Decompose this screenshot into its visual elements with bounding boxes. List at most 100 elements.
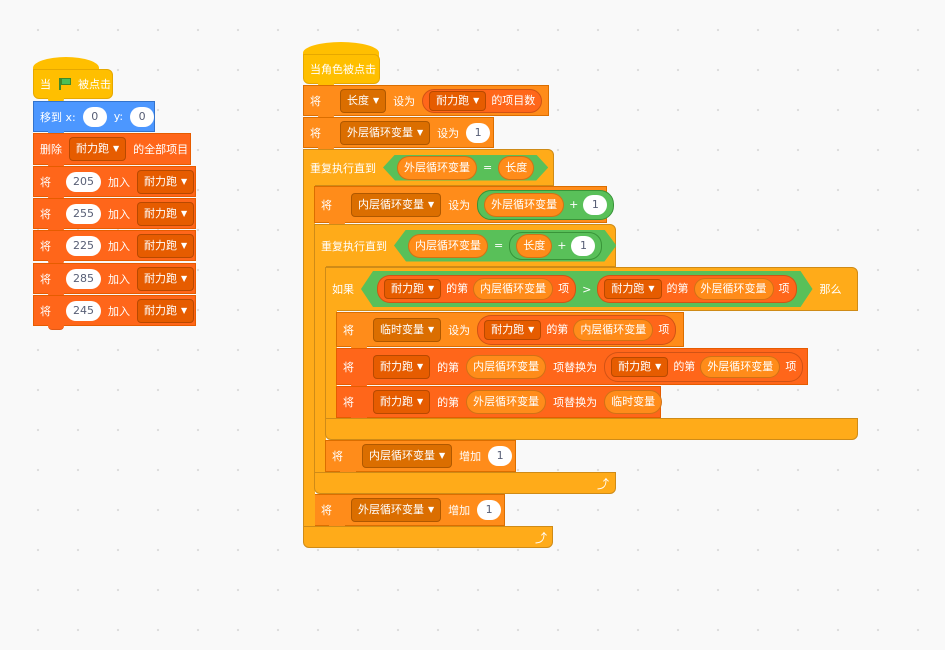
equals-condition[interactable]: 外层循环变量 = 长度 xyxy=(383,155,548,181)
list-name: 耐力跑 xyxy=(380,395,413,408)
set-prefix: 将 xyxy=(310,126,321,140)
list-dropdown[interactable]: 耐力跑▼ xyxy=(484,319,542,340)
set-inner-block[interactable]: 将 内层循环变量▼ 设为 外层循环变量 + 1 xyxy=(314,186,615,227)
value-input[interactable]: 1 xyxy=(466,122,491,143)
equals-condition[interactable]: 内层循环变量 = 长度 + 1 xyxy=(394,230,616,262)
variable-reporter[interactable]: 长度 xyxy=(516,234,552,258)
length-of-list-reporter[interactable]: 耐力跑▼的项目数 xyxy=(422,88,543,113)
set-length-block[interactable]: 将 长度▼ 设为 耐力跑▼的项目数 xyxy=(303,85,549,120)
list-dropdown[interactable]: 耐力跑▼ xyxy=(384,279,441,299)
set-temp-block[interactable]: 将 临时变量▼ 设为 耐力跑▼ 的第 内层循环变量 项 xyxy=(336,312,684,351)
y-input[interactable]: 0 xyxy=(130,106,155,127)
repeat-until-inner-block[interactable]: 重复执行直到 内层循环变量 = 长度 + 1 xyxy=(314,224,616,267)
change-outer-block[interactable]: 将 外层循环变量▼ 增加 1 xyxy=(314,494,505,530)
add-value-input[interactable]: 255 xyxy=(66,203,101,224)
list-dropdown[interactable]: 耐力跑▼ xyxy=(373,354,431,379)
replace-prefix: 将 xyxy=(343,360,354,374)
chevron-down-icon: ▼ xyxy=(473,95,480,105)
item-of-list-reporter[interactable]: 耐力跑▼ 的第 外层循环变量 项 xyxy=(597,275,796,303)
replace-label: 项替换为 xyxy=(553,396,598,409)
variable-reporter[interactable]: 外层循环变量 xyxy=(694,278,774,300)
set-prefix: 将 xyxy=(310,94,321,108)
greater-than-condition[interactable]: 耐力跑▼ 的第 内层循环变量 项 > 耐力跑▼ 的第 外层循环变量 项 xyxy=(361,271,813,307)
variable-dropdown[interactable]: 外层循环变量 ▼ xyxy=(340,120,431,145)
chevron-down-icon: ▼ xyxy=(417,397,424,406)
add-to-list-block[interactable]: 将 285 加入 耐力跑▼ xyxy=(33,263,196,298)
add-value-input[interactable]: 245 xyxy=(66,300,101,321)
list-dropdown[interactable]: 耐力跑▼ xyxy=(137,266,195,291)
add-prefix: 将 xyxy=(40,207,51,221)
add-to-list-block[interactable]: 将 205 加入 耐力跑▼ xyxy=(33,166,196,201)
add-to-list-block[interactable]: 将 225 加入 耐力跑▼ xyxy=(33,230,196,265)
variable-dropdown[interactable]: 内层循环变量▼ xyxy=(362,444,453,468)
list-dropdown[interactable]: 耐力跑▼ xyxy=(429,90,487,111)
add-to-list-block[interactable]: 将 255 加入 耐力跑▼ xyxy=(33,198,196,233)
add-action: 加入 xyxy=(108,175,130,189)
list-dropdown[interactable]: 耐力跑▼ xyxy=(137,233,195,258)
number-input[interactable]: 1 xyxy=(571,236,595,256)
variable-reporter[interactable]: 外层循环变量 xyxy=(466,390,547,414)
variable-reporter[interactable]: 内层循环变量 xyxy=(408,234,488,258)
when-sprite-clicked-block[interactable]: 当角色被点击 xyxy=(303,54,380,88)
item-label: 项 xyxy=(778,282,790,295)
of-label: 的第 xyxy=(673,359,696,373)
value-input[interactable]: 1 xyxy=(488,446,513,466)
number-input[interactable]: 1 xyxy=(583,194,608,215)
list-dropdown[interactable]: 耐力跑 ▼ xyxy=(373,390,431,414)
variable-dropdown[interactable]: 外层循环变量▼ xyxy=(351,498,442,522)
variable-name: 外层循环变量 xyxy=(347,125,413,139)
if-block[interactable]: 如果 耐力跑▼ 的第 内层循环变量 项 > 耐力跑▼ 的第 外层循环变量 项 那… xyxy=(325,267,858,311)
item-of-list-reporter[interactable]: 耐力跑▼ 的第 内层循环变量 项 xyxy=(377,275,576,303)
add-value-input[interactable]: 205 xyxy=(66,171,101,192)
item-of-list-reporter[interactable]: 耐力跑▼ 的第 内层循环变量 项 xyxy=(477,314,677,345)
of-label: 的第 xyxy=(446,282,469,295)
list-dropdown[interactable]: 耐力跑▼ xyxy=(604,279,661,299)
variable-name: 外层循环变量 xyxy=(358,503,424,516)
variable-dropdown[interactable]: 临时变量▼ xyxy=(373,317,442,342)
variable-reporter[interactable]: 内层循环变量 xyxy=(466,354,547,379)
variable-reporter[interactable]: 内层循环变量 xyxy=(573,318,654,341)
list-dropdown[interactable]: 耐力跑▼ xyxy=(611,356,669,377)
add-value-input[interactable]: 285 xyxy=(66,268,101,289)
chevron-down-icon: ▼ xyxy=(113,144,120,153)
change-inner-block[interactable]: 将 内层循环变量▼ 增加 1 xyxy=(325,440,516,476)
item-of-list-reporter[interactable]: 耐力跑▼ 的第 外层循环变量 项 xyxy=(604,351,804,382)
chevron-down-icon: ▼ xyxy=(417,127,424,137)
variable-reporter[interactable]: 临时变量 xyxy=(604,390,663,414)
replace-item-block[interactable]: 将 耐力跑▼ 的第 外层循环变量 项替换为 临时变量 xyxy=(336,386,663,422)
green-flag-icon xyxy=(58,78,71,90)
goto-xy-block[interactable]: 移到 x: 0 y: 0 xyxy=(33,101,155,136)
set-outer-block[interactable]: 将 外层循环变量▼ 设为 1 xyxy=(303,117,494,152)
repeat-outer-arm xyxy=(303,185,315,494)
list-dropdown[interactable]: 耐力跑▼ xyxy=(137,201,195,226)
list-dropdown[interactable]: 耐力跑▼ xyxy=(137,298,195,323)
variable-reporter[interactable]: 内层循环变量 xyxy=(473,278,553,300)
variable-dropdown[interactable]: 长度▼ xyxy=(340,88,387,113)
add-to-list-block[interactable]: 将 245 加入 耐力跑▼ xyxy=(33,295,196,330)
variable-reporter[interactable]: 外层循环变量 xyxy=(700,355,781,378)
repeat-until-outer-block[interactable]: 重复执行直到 外层循环变量 = 长度 xyxy=(303,149,554,186)
change-label: 增加 xyxy=(459,450,482,463)
add-action: 加入 xyxy=(108,207,130,221)
add-operator[interactable]: 长度 + 1 xyxy=(509,232,602,260)
variable-name: 内层循环变量 xyxy=(358,197,424,211)
loop-arrow-icon: ⤴ xyxy=(535,531,548,545)
add-value-input[interactable]: 225 xyxy=(66,235,101,256)
delete-all-block[interactable]: 删除 耐力跑▼ 的全部项目 xyxy=(33,133,191,169)
variable-dropdown[interactable]: 内层循环变量▼ xyxy=(351,192,442,217)
repeat-inner-footer xyxy=(314,472,616,494)
list-name: 耐力跑 xyxy=(144,271,177,285)
add-operator[interactable]: 外层循环变量 + 1 xyxy=(477,189,615,220)
when-flag-clicked-block[interactable]: 当 被点击 xyxy=(33,69,113,103)
list-name: 耐力跑 xyxy=(144,303,177,317)
list-dropdown[interactable]: 耐力跑▼ xyxy=(137,169,195,194)
list-dropdown[interactable]: 耐力跑▼ xyxy=(69,137,127,161)
replace-item-block[interactable]: 将 耐力跑▼ 的第 内层循环变量 项替换为 耐力跑▼ 的第 外层循环变量 项 xyxy=(336,348,808,389)
value-input[interactable]: 1 xyxy=(477,500,502,520)
chevron-down-icon: ▼ xyxy=(373,95,380,105)
variable-reporter[interactable]: 外层循环变量 xyxy=(484,192,565,217)
repeat-label: 重复执行直到 xyxy=(310,161,376,175)
variable-reporter[interactable]: 外层循环变量 xyxy=(397,156,477,180)
variable-reporter[interactable]: 长度 xyxy=(498,156,534,180)
x-input[interactable]: 0 xyxy=(82,106,107,127)
